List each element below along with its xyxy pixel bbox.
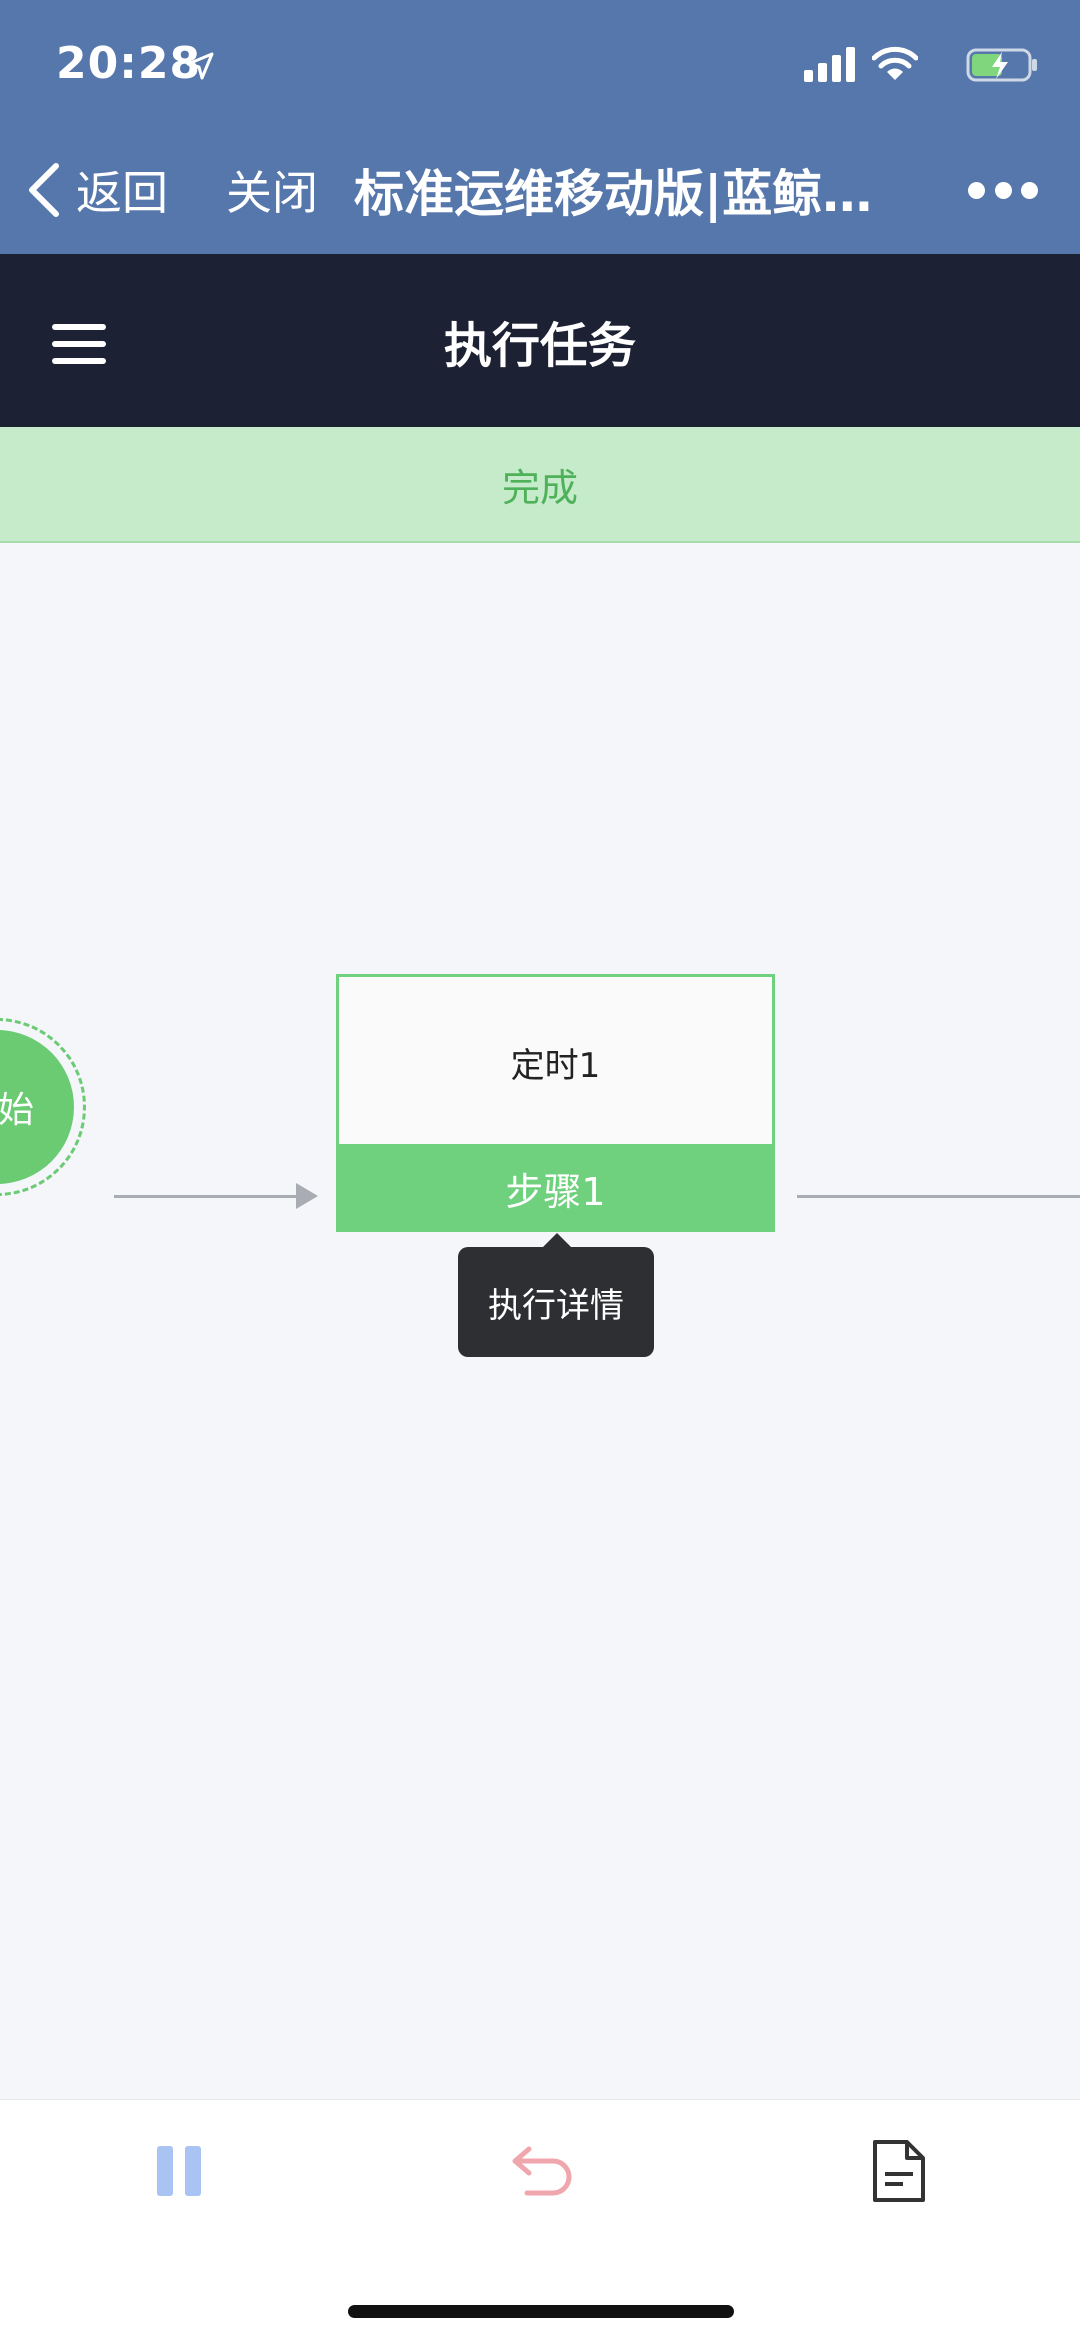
hamburger-menu-icon[interactable]: [52, 324, 106, 364]
connector-arrow-icon: [296, 1183, 318, 1209]
home-indicator[interactable]: [348, 2305, 734, 2318]
wifi-icon: [872, 46, 918, 80]
task-status-banner: 完成: [0, 427, 1080, 543]
connector-task-to-next: [797, 1195, 1080, 1198]
top-bar: 20:28 返回 关闭 标准运维移动版|蓝鲸…: [0, 0, 1080, 254]
app-header: 执行任务: [0, 254, 1080, 427]
undo-icon: [512, 2146, 572, 2196]
pause-icon: [157, 2146, 173, 2196]
status-time: 20:28: [56, 38, 202, 89]
close-label: 关闭: [226, 166, 318, 220]
start-node[interactable]: 开始: [0, 1018, 86, 1196]
flow-canvas[interactable]: 开始 定时1 步骤1 执行详情: [0, 543, 1080, 2099]
start-node-label: 开始: [0, 1090, 34, 1131]
start-node-inner: 开始: [0, 1030, 74, 1184]
close-button[interactable]: 关闭: [226, 152, 318, 228]
task-node[interactable]: 定时1 步骤1: [336, 974, 775, 1232]
tooltip-pointer: [543, 1233, 571, 1247]
location-arrow-icon: [186, 52, 214, 80]
page-title: 标准运维移动版|蓝鲸…: [354, 165, 873, 223]
log-document-button[interactable]: [864, 2136, 934, 2206]
battery-charging-icon: [966, 48, 1037, 82]
undo-button[interactable]: [505, 2136, 575, 2206]
connector-start-to-task: [114, 1195, 314, 1198]
more-options-icon[interactable]: [968, 170, 1038, 210]
task-status-label: 完成: [501, 465, 578, 510]
header-title: 执行任务: [443, 317, 636, 374]
pause-button[interactable]: [144, 2136, 214, 2206]
execution-details-tooltip[interactable]: 执行详情: [458, 1247, 654, 1357]
task-node-step: 步骤1: [336, 1144, 775, 1232]
bottom-toolbar: [0, 2099, 1080, 2243]
execution-details-label: 执行详情: [488, 1285, 624, 1326]
chevron-left-icon: [29, 163, 59, 217]
document-icon: [873, 2140, 925, 2202]
home-indicator-area: [0, 2241, 1080, 2339]
back-label: 返回: [76, 166, 168, 220]
task-node-name: 定时1: [510, 1045, 601, 1086]
cellular-signal-icon: [804, 47, 855, 82]
back-button[interactable]: 返回: [26, 152, 168, 228]
